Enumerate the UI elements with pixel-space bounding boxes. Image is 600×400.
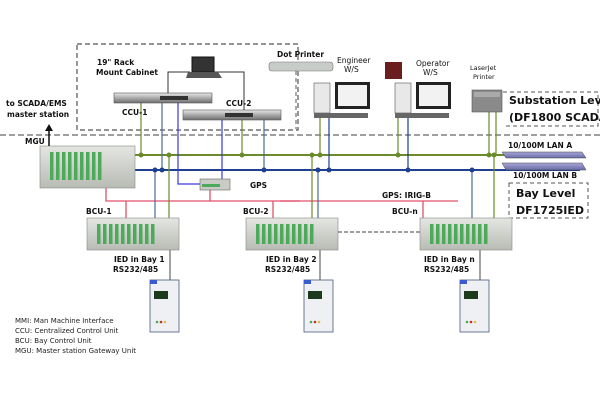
slot-card bbox=[127, 224, 131, 244]
slot-card bbox=[92, 152, 96, 180]
gps-irig-b-label: GPS: IRIG-B bbox=[382, 191, 431, 200]
slot-card bbox=[133, 224, 137, 244]
slot-card bbox=[62, 152, 66, 180]
slot-card bbox=[430, 224, 434, 244]
slot-card bbox=[484, 224, 488, 244]
slot-card bbox=[86, 152, 90, 180]
ied-bay-n-label: IED in Bay n bbox=[424, 255, 475, 264]
legend-item: CCU: Centralized Control Unit bbox=[15, 327, 119, 335]
bay-level-sublabel: DF1725IED bbox=[516, 204, 584, 217]
mgu-label: MGU bbox=[25, 137, 45, 146]
slot-card bbox=[256, 224, 260, 244]
scada-label-1: to SCADA/EMS bbox=[6, 99, 67, 108]
ied-bay-n-sublabel: RS232/485 bbox=[424, 265, 469, 274]
laserjet-label-2: Printer bbox=[473, 73, 495, 81]
rack-label-line1: 19" Rack bbox=[97, 58, 135, 67]
slot-card bbox=[280, 224, 284, 244]
gps-irig-b-line bbox=[105, 188, 300, 202]
bcu-2-label: BCU-2 bbox=[243, 207, 269, 216]
laptop-mmi bbox=[167, 56, 245, 110]
slot-card bbox=[151, 224, 155, 244]
slot-card bbox=[286, 224, 290, 244]
legend-item: BCU: Bay Control Unit bbox=[15, 337, 92, 345]
slot-card bbox=[292, 224, 296, 244]
slot-card bbox=[442, 224, 446, 244]
slot-card bbox=[310, 224, 314, 244]
slot-card bbox=[466, 224, 470, 244]
slot-card bbox=[145, 224, 149, 244]
laserjet-label-1: LaserJet bbox=[470, 64, 497, 72]
bus-junctions bbox=[138, 152, 497, 173]
operator-ws-label-1: Operator bbox=[416, 59, 450, 68]
slot-card bbox=[274, 224, 278, 244]
slot-card bbox=[56, 152, 60, 180]
rack-cabinet-box bbox=[76, 43, 299, 131]
ied-relay-bay-1 bbox=[149, 279, 180, 333]
gps-label: GPS bbox=[250, 181, 267, 190]
slot-card bbox=[68, 152, 72, 180]
slot-card bbox=[436, 224, 440, 244]
laserjet-printer bbox=[471, 89, 503, 113]
bcu-1-label: BCU-1 bbox=[86, 207, 112, 216]
engineer-workstation bbox=[313, 82, 370, 118]
slot-card bbox=[80, 152, 84, 180]
slot-card bbox=[97, 224, 101, 244]
lan-b-switch bbox=[501, 162, 587, 171]
ied-bay-2-label: IED in Bay 2 bbox=[266, 255, 317, 264]
lan-b-label: 10/100M LAN B bbox=[513, 171, 577, 180]
substation-level-sublabel: (DF1800 SCADA) bbox=[509, 111, 600, 124]
dot-printer bbox=[268, 61, 334, 129]
ied-bay-1-sublabel: RS232/485 bbox=[113, 265, 158, 274]
slot-card bbox=[74, 152, 78, 180]
dot-printer-label: Dot Printer bbox=[277, 50, 324, 59]
slot-card bbox=[115, 224, 119, 244]
slot-card bbox=[460, 224, 464, 244]
bay-level-label: Bay Level bbox=[516, 187, 575, 200]
slot-card bbox=[121, 224, 125, 244]
slot-card bbox=[448, 224, 452, 244]
operator-workstation bbox=[385, 62, 451, 118]
scada-uplink-arrow bbox=[45, 124, 53, 146]
slot-card bbox=[478, 224, 482, 244]
ccu-2-server bbox=[182, 109, 282, 121]
legend-item: MGU: Master station Gateway Unit bbox=[15, 347, 136, 355]
ied-bay-1-label: IED in Bay 1 bbox=[114, 255, 165, 264]
ied-relay-bay-n bbox=[459, 279, 490, 333]
bcu-slot-cards bbox=[97, 224, 488, 244]
substation-level-box bbox=[503, 91, 599, 127]
bay-level-box bbox=[508, 182, 589, 219]
legend-item: MMI: Man Machine Interface bbox=[15, 317, 114, 325]
ccu-1-label: CCU-1 bbox=[122, 108, 147, 117]
slot-card bbox=[268, 224, 272, 244]
lan-a-label: 10/100M LAN A bbox=[508, 141, 572, 150]
ccu-1-server bbox=[113, 92, 213, 104]
slot-card bbox=[98, 152, 102, 180]
lan-a-switch bbox=[501, 151, 587, 159]
scada-label-2: master station bbox=[7, 110, 69, 119]
substation-level-label: Substation Level bbox=[509, 94, 600, 107]
slot-card bbox=[139, 224, 143, 244]
slot-card bbox=[304, 224, 308, 244]
engineer-ws-label-1: Engineer bbox=[337, 56, 371, 65]
upper-links bbox=[140, 100, 497, 185]
rack-label-line2: Mount Cabinet bbox=[96, 68, 158, 77]
ied-bay-2-sublabel: RS232/485 bbox=[265, 265, 310, 274]
slot-card bbox=[472, 224, 476, 244]
ccu-2-label: CCU-2 bbox=[226, 99, 251, 108]
slot-card bbox=[109, 224, 113, 244]
mgu-chassis bbox=[39, 145, 136, 189]
slot-card bbox=[262, 224, 266, 244]
operator-ws-label-2: W/S bbox=[423, 68, 438, 77]
ied-relay-bay-2 bbox=[303, 279, 334, 333]
slot-card bbox=[298, 224, 302, 244]
bcu-n-label: BCU-n bbox=[392, 207, 418, 216]
gps-receiver bbox=[199, 178, 231, 191]
slot-card bbox=[50, 152, 54, 180]
slot-card bbox=[454, 224, 458, 244]
slot-card bbox=[103, 224, 107, 244]
engineer-ws-label-2: W/S bbox=[344, 65, 359, 74]
